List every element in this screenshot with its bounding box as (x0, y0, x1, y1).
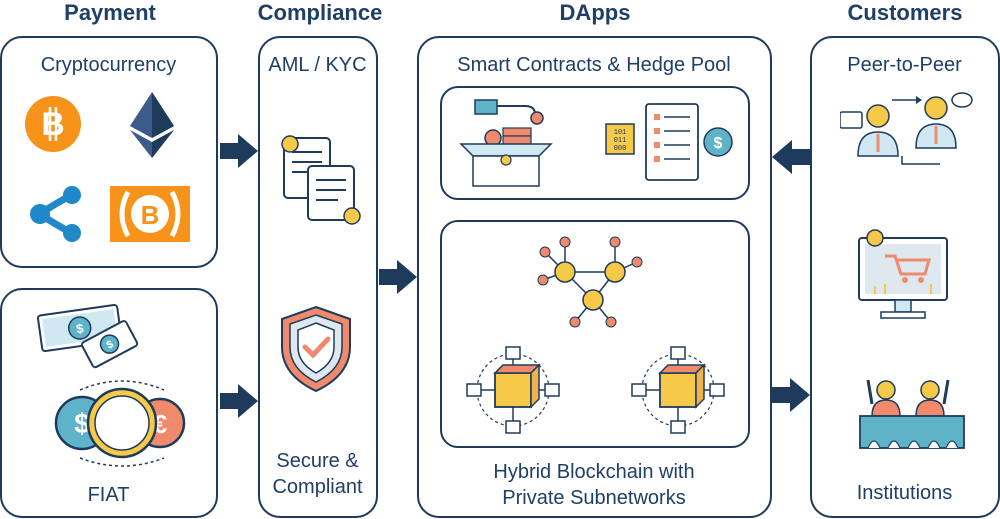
ripple-icon (30, 186, 81, 242)
svg-text:011: 011 (614, 137, 627, 145)
svg-text:B: B (41, 106, 64, 142)
institutions-meeting-icon (859, 379, 965, 449)
arrow-customers-to-dapps (772, 140, 810, 174)
bitcoin-cash-icon: B (110, 186, 190, 242)
header-dapps: DApps (559, 0, 631, 25)
aml-kyc-label: AML / KYC (268, 54, 367, 76)
smart-contracts-label: Smart Contracts & Hedge Pool (457, 54, 731, 76)
peer-to-peer-icon (840, 92, 973, 165)
secure-label-line1: Secure & (276, 450, 359, 472)
hybrid-blockchain-panel (440, 220, 750, 448)
currency-exchange-icon: $ € (54, 380, 186, 467)
arrow-fiat-to-compliance (220, 384, 258, 418)
contract-document-icon: 101 011 000 $ (605, 103, 733, 181)
svg-text:$: $ (714, 135, 723, 152)
banknotes-icon: $ $ (36, 304, 139, 369)
hybrid-blockchain-line1: Hybrid Blockchain with (493, 461, 695, 483)
arrow-compliance-to-dapps (379, 260, 417, 294)
hybrid-blockchain-line2: Private Subnetworks (502, 487, 686, 509)
cryptocurrency-label: Cryptocurrency (40, 54, 177, 76)
monitor-shopping-cart-icon (858, 229, 948, 319)
secure-label-line2: Compliant (272, 476, 363, 498)
svg-text:$: $ (104, 338, 115, 351)
cryptocurrency-box: Cryptocurrency (0, 36, 218, 268)
shield-check-icon (281, 305, 351, 393)
header-customers: Customers (847, 0, 963, 25)
blockchain-cube-icon-left (466, 346, 560, 434)
blockchain-cube-icon-right (631, 346, 725, 434)
header-payment: Payment (64, 0, 156, 25)
compliance-box: AML / KYC Secure & Compliant (258, 36, 378, 518)
institutions-label: Institutions (856, 482, 953, 504)
arrow-crypto-to-compliance (220, 134, 258, 168)
peer-to-peer-label: Peer-to-Peer (847, 54, 962, 76)
svg-text:$: $ (75, 320, 85, 336)
document-scroll-icon (281, 135, 361, 225)
fiat-label: FIAT (87, 484, 130, 506)
svg-text:$: $ (74, 408, 90, 439)
svg-text:B: B (141, 200, 160, 230)
svg-text:101: 101 (614, 129, 627, 137)
hedge-pool-box-icon (459, 99, 553, 187)
network-nodes-icon (537, 236, 643, 328)
ethereum-icon (130, 92, 174, 158)
svg-text:000: 000 (614, 145, 627, 153)
arrow-dapps-to-customers (772, 378, 810, 412)
bitcoin-icon: B (25, 96, 81, 152)
header-compliance: Compliance (257, 0, 383, 25)
